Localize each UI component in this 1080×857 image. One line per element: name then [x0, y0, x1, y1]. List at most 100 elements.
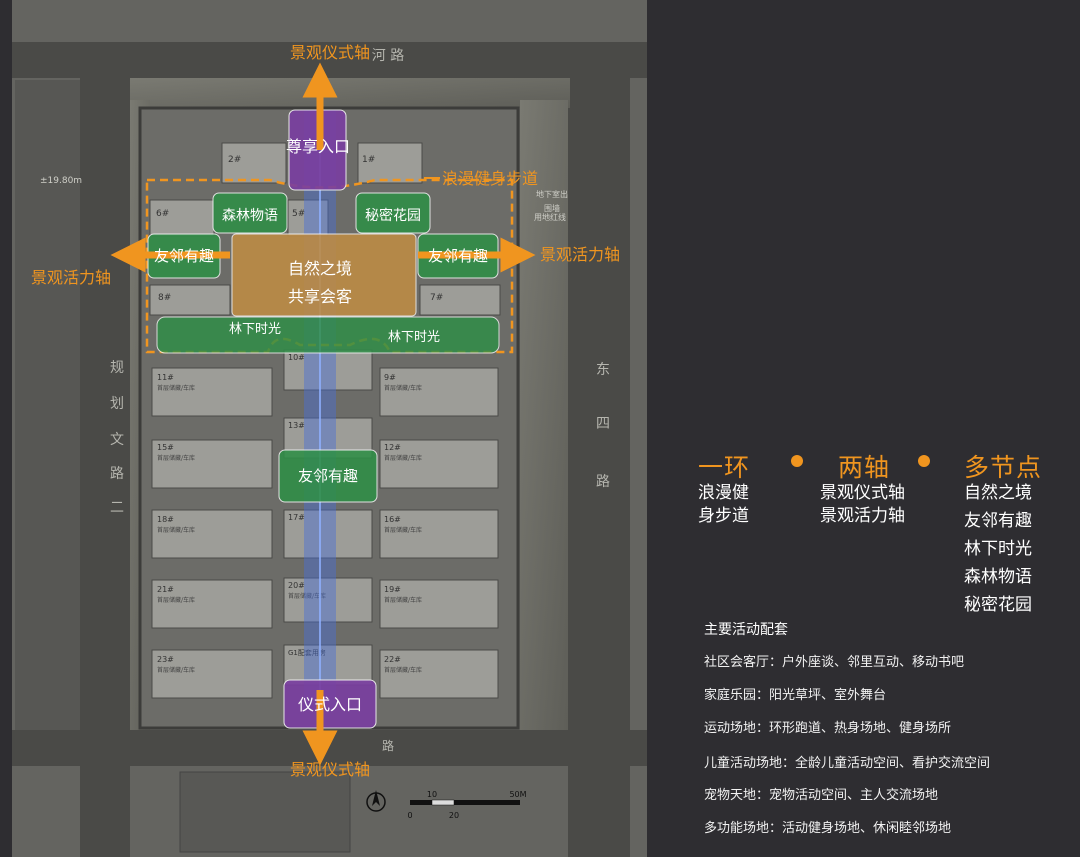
building-label: 8# — [158, 293, 171, 303]
zone-neighbor-center — [278, 449, 378, 503]
label-under-forest-right: 林下时光 — [388, 330, 440, 345]
west-road-char-5: 二 — [110, 500, 124, 516]
building-8: 8# — [149, 284, 231, 316]
building-label: 9# — [384, 373, 396, 382]
activity-item: 运动场地：环形跑道、热身场地、健身场所 — [704, 721, 952, 736]
building-subtitle: 首层储藏/车库 — [384, 384, 422, 392]
building-label: G1配套用房 — [288, 648, 326, 657]
building-subtitle: 首层储藏/车库 — [157, 454, 195, 462]
zone-nature-realm — [231, 233, 417, 317]
building-label: 5# — [292, 209, 305, 219]
south-lot — [179, 771, 351, 853]
building-label: 11# — [157, 373, 174, 382]
building-label: 19# — [384, 585, 401, 594]
building-21: 21# 首层储藏/车库 — [151, 579, 273, 629]
activity-item: 多功能场地：活动健身场地、休闲睦邻场地 — [704, 821, 952, 836]
activity-item: 儿童活动场地：全龄儿童活动空间、看护交流空间 — [704, 756, 991, 771]
zone-under-forest — [156, 316, 500, 354]
label-neighbor-left: 友邻有趣 — [154, 247, 214, 265]
building-label: 1# — [362, 155, 375, 165]
tree-belt-east — [520, 100, 568, 730]
building-label: 12# — [384, 443, 401, 452]
building-23: 23# 首层储藏/车库 — [151, 649, 273, 699]
east-road-char-3: 路 — [596, 474, 610, 490]
west-road-char-2: 划 — [110, 396, 124, 412]
legend-axis-ceremony: 景观仪式轴 — [820, 483, 905, 503]
scale-tick-20: 20 — [449, 811, 459, 820]
building-label: 17# — [288, 513, 305, 522]
label-vitality-axis-right: 景观活力轴 — [540, 245, 620, 264]
building-15: 15# 首层储藏/车库 — [151, 439, 273, 489]
label-entrance-south: 仪式入口 — [298, 695, 362, 714]
building-label: 2# — [228, 155, 241, 165]
legend-node-3: 林下时光 — [964, 539, 1032, 559]
scale-tick-50: 50M — [509, 790, 526, 799]
building-2: 2# — [221, 142, 287, 184]
building-label: 10# — [288, 353, 305, 362]
activities-title: 主要活动配套 — [704, 622, 788, 638]
building-subtitle: 首层储藏/车库 — [384, 666, 422, 674]
legend-node-2: 友邻有趣 — [964, 511, 1032, 531]
building-19: 19# 首层储藏/车库 — [379, 579, 499, 629]
building-subtitle: 首层储藏/车库 — [384, 454, 422, 462]
north-road-label: 河 路 — [372, 48, 404, 64]
building-label: 7# — [430, 293, 443, 303]
label-ceremony-axis-top: 景观仪式轴 — [290, 43, 370, 62]
building-6: 6# — [149, 199, 215, 237]
site-note-1: 地下室出 — [536, 189, 568, 199]
legend-node-1: 自然之境 — [964, 483, 1032, 503]
west-road-char-3: 文 — [110, 432, 124, 448]
legend-node-4: 森林物语 — [964, 567, 1032, 587]
building-subtitle: 首层储藏/车库 — [288, 592, 326, 600]
legend-heading-axes: 两轴 — [838, 453, 891, 482]
legend-ring-line-1: 浪漫健 — [698, 483, 749, 503]
building-label: 23# — [157, 655, 174, 664]
building-subtitle: 首层储藏/车库 — [157, 526, 195, 534]
building-label: 22# — [384, 655, 401, 664]
label-secret-garden: 秘密花园 — [365, 207, 421, 224]
west-road-char-1: 规 — [110, 360, 124, 376]
label-under-forest-left: 林下时光 — [229, 322, 281, 337]
label-neighbor-center: 友邻有趣 — [298, 467, 358, 485]
legend-nodes-list: 自然之境 友邻有趣 林下时光 森林物语 秘密花园 — [964, 482, 1032, 622]
building-17: 17# — [283, 509, 373, 559]
activity-item: 社区会客厅：户外座谈、邻里互动、移动书吧 — [704, 655, 965, 670]
site-note-3: 用地红线 — [534, 212, 566, 222]
building-18: 18# 首层储藏/车库 — [151, 509, 273, 559]
building-label: 20# — [288, 581, 305, 590]
legend-axis-vitality: 景观活力轴 — [820, 506, 905, 526]
scale-tick-10: 10 — [427, 790, 437, 799]
label-walkway: 浪漫健身步道 — [442, 169, 538, 188]
legend-bullet-1 — [791, 455, 803, 467]
activity-item: 宠物天地：宠物活动空间、主人交流场地 — [704, 788, 939, 803]
building-16: 16# 首层储藏/车库 — [379, 509, 499, 559]
building-label: 21# — [157, 585, 174, 594]
scale-tick-0: 0 — [407, 811, 412, 820]
building-label: 13# — [288, 421, 305, 430]
west-road — [80, 70, 130, 857]
building-1: 1# — [357, 142, 423, 184]
zone-entrance-south — [283, 679, 377, 729]
building-20: 20# 首层储藏/车库 — [283, 577, 373, 623]
east-road — [568, 70, 630, 857]
building-11: 11# 首层储藏/车库 — [151, 367, 273, 417]
legend-heading-ring: 一环 — [698, 453, 751, 482]
west-neighbor-block — [15, 80, 80, 730]
east-road-char-1: 东 — [596, 362, 610, 378]
south-road-label: 路 — [382, 738, 394, 753]
building-label: 18# — [157, 515, 174, 524]
tree-belt-north — [130, 78, 570, 108]
building-label: 15# — [157, 443, 174, 452]
label-forest-story: 森林物语 — [222, 208, 278, 224]
legend-heading-nodes: 多节点 — [964, 453, 1043, 482]
label-entrance-north: 尊享入口 — [286, 137, 350, 156]
label-ceremony-axis-bottom: 景观仪式轴 — [290, 760, 370, 779]
building-12: 12# 首层储藏/车库 — [379, 439, 499, 489]
building-subtitle: 首层储藏/车库 — [157, 596, 195, 604]
label-nature-line2: 共享会客 — [288, 287, 352, 306]
activity-item: 家庭乐园：阳光草坪、室外舞台 — [704, 688, 887, 703]
elevation-label: ±19.80m — [40, 176, 82, 186]
north-arrow — [366, 790, 386, 812]
zone-forest-story — [212, 192, 288, 234]
legend-node-5: 秘密花园 — [964, 595, 1032, 615]
